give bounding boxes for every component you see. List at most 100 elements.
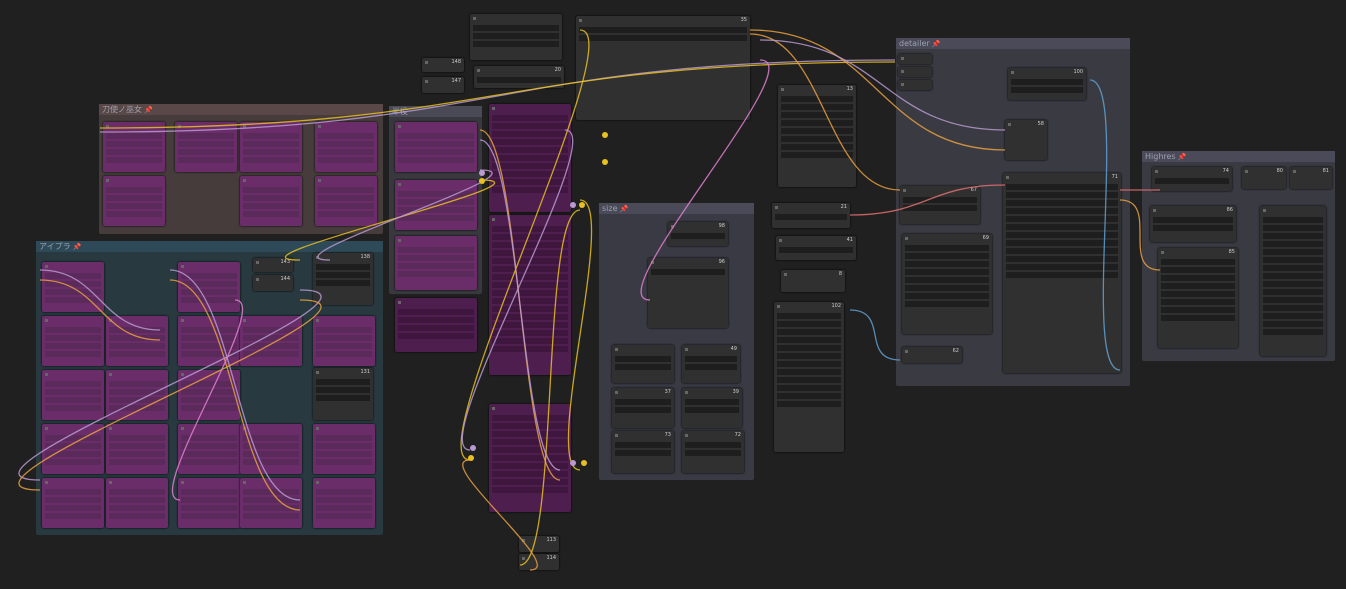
node-widget[interactable] [1161, 259, 1235, 265]
pin-icon[interactable]: 📌 [619, 205, 629, 213]
node-widget[interactable] [781, 136, 853, 142]
graph-node[interactable] [178, 424, 240, 474]
graph-node[interactable]: 74 [1152, 167, 1232, 191]
node-widget[interactable] [579, 27, 747, 33]
graph-node[interactable] [898, 54, 932, 64]
graph-node[interactable] [240, 424, 302, 474]
reroute-node[interactable] [602, 132, 608, 138]
graph-node[interactable] [42, 316, 104, 366]
node-widget[interactable] [316, 280, 370, 286]
graph-node[interactable]: 100 [1008, 68, 1086, 100]
graph-node[interactable] [240, 478, 302, 528]
graph-node[interactable]: 62 [902, 347, 962, 363]
reroute-node[interactable] [468, 455, 474, 461]
pin-icon[interactable]: 📌 [931, 40, 941, 48]
node-widget[interactable] [777, 321, 841, 327]
graph-node[interactable] [612, 345, 674, 383]
graph-node[interactable]: 35 [576, 16, 750, 120]
graph-node[interactable] [898, 67, 932, 77]
graph-node[interactable]: 113 [519, 536, 559, 552]
graph-node[interactable]: 81 [1290, 167, 1332, 189]
node-widget[interactable] [781, 112, 853, 118]
graph-node[interactable]: 8 [781, 270, 845, 292]
graph-node[interactable] [42, 424, 104, 474]
node-widget[interactable] [777, 369, 841, 375]
graph-node[interactable] [175, 122, 237, 172]
node-widget[interactable] [903, 197, 977, 203]
graph-node[interactable]: 21 [772, 203, 850, 228]
node-widget[interactable] [777, 345, 841, 351]
node-widget[interactable] [781, 104, 853, 110]
graph-node[interactable]: 144 [253, 275, 293, 291]
graph-node[interactable]: 147 [422, 77, 464, 93]
node-widget[interactable] [615, 407, 671, 413]
graph-node[interactable]: 73 [612, 431, 674, 473]
graph-node[interactable] [313, 424, 375, 474]
graph-node[interactable]: 143 [253, 258, 293, 272]
node-widget[interactable] [316, 272, 370, 278]
node-widget[interactable] [905, 253, 989, 259]
node-widget[interactable] [1011, 87, 1083, 93]
graph-node[interactable] [106, 478, 168, 528]
graph-node[interactable] [313, 316, 375, 366]
node-widget[interactable] [1006, 200, 1118, 206]
graph-node[interactable] [178, 370, 240, 420]
graph-node[interactable]: 41 [776, 236, 856, 260]
node-widget[interactable] [1006, 256, 1118, 262]
graph-node[interactable] [395, 180, 477, 230]
reroute-node[interactable] [602, 159, 608, 165]
node-widget[interactable] [615, 399, 671, 405]
graph-node[interactable]: 148 [422, 58, 464, 72]
node-widget[interactable] [777, 329, 841, 335]
graph-node[interactable] [395, 122, 477, 172]
graph-node[interactable]: 39 [682, 388, 742, 428]
node-widget[interactable] [905, 245, 989, 251]
node-widget[interactable] [1161, 291, 1235, 297]
node-widget[interactable] [781, 144, 853, 150]
graph-node[interactable]: 58 [1005, 120, 1047, 160]
graph-node[interactable]: 72 [682, 431, 744, 473]
node-widget[interactable] [905, 293, 989, 299]
node-widget[interactable] [777, 361, 841, 367]
graph-node[interactable] [42, 478, 104, 528]
graph-node[interactable]: 102 [774, 302, 844, 452]
node-widget[interactable] [905, 269, 989, 275]
graph-node[interactable] [240, 122, 302, 172]
graph-node[interactable] [106, 370, 168, 420]
graph-node[interactable] [489, 404, 571, 512]
node-widget[interactable] [775, 214, 847, 220]
node-widget[interactable] [1006, 208, 1118, 214]
node-widget[interactable] [903, 205, 977, 211]
graph-node[interactable] [103, 122, 165, 172]
graph-node[interactable]: 80 [1242, 167, 1286, 189]
node-widget[interactable] [1161, 307, 1235, 313]
graph-node[interactable]: 85 [1158, 248, 1238, 348]
graph-node[interactable]: 13 [778, 85, 856, 187]
reroute-node[interactable] [470, 445, 476, 451]
graph-node[interactable] [240, 176, 302, 226]
node-widget[interactable] [905, 285, 989, 291]
node-widget[interactable] [1011, 79, 1083, 85]
node-widget[interactable] [1006, 248, 1118, 254]
graph-node[interactable]: 49 [682, 345, 740, 383]
node-widget[interactable] [685, 442, 741, 448]
node-widget[interactable] [781, 120, 853, 126]
reroute-node[interactable] [581, 460, 587, 466]
graph-node[interactable] [178, 316, 240, 366]
node-widget[interactable] [1153, 217, 1233, 223]
node-widget[interactable] [781, 128, 853, 134]
node-widget[interactable] [316, 387, 370, 393]
graph-node[interactable] [489, 215, 571, 375]
graph-node[interactable]: 138 [313, 253, 373, 305]
node-widget[interactable] [316, 395, 370, 401]
node-widget[interactable] [777, 401, 841, 407]
node-widget[interactable] [1006, 264, 1118, 270]
node-widget[interactable] [1006, 272, 1118, 278]
node-widget[interactable] [905, 277, 989, 283]
graph-node[interactable] [106, 316, 168, 366]
node-widget[interactable] [316, 264, 370, 270]
graph-node[interactable] [313, 478, 375, 528]
node-widget[interactable] [615, 442, 671, 448]
graph-node[interactable] [489, 104, 571, 212]
graph-node[interactable] [898, 80, 932, 90]
